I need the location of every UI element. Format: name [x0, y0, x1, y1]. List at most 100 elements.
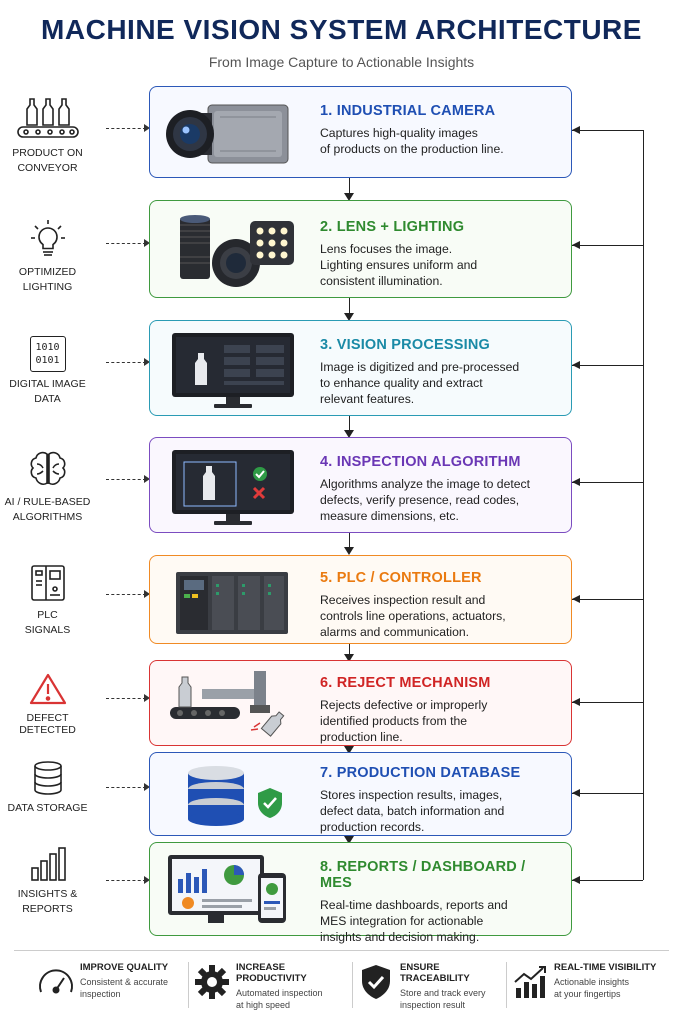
loop-arrow-1 — [572, 125, 643, 134]
loop-arrow-3 — [572, 360, 643, 369]
benefit-text: at your fingertips — [554, 989, 621, 999]
side-label-line2: SIGNALS — [24, 624, 71, 636]
benefit-productivity: INCREASE PRODUCTIVITY Automated inspecti… — [192, 958, 352, 1018]
dashboard-devices-icon — [168, 855, 286, 923]
binary-data-icon: 1010 0101 — [29, 336, 66, 372]
page-subtitle: From Image Capture to Actionable Insight… — [208, 54, 475, 70]
side-algorithms: AI / RULE-BASED ALGORITHMS — [0, 450, 95, 523]
side-label-line1: PLC — [37, 609, 58, 621]
step-desc-line: Algorithms analyze the image to detect — [320, 477, 531, 491]
benefit-text: inspection — [80, 989, 121, 999]
footer-separator — [188, 962, 189, 1008]
industrial-camera-icon — [166, 104, 289, 164]
loop-arrow-7 — [572, 788, 643, 797]
benefit-text: Actionable insights — [554, 977, 630, 987]
plc-module-icon — [30, 565, 65, 601]
step-desc-line: MES integration for actionable — [320, 914, 484, 928]
step-desc-line: insights and decision making. — [320, 930, 480, 944]
side-digital-image: 1010 0101 DIGITAL IMAGE DATA — [0, 336, 95, 405]
step-card-reject-mechanism: 6. REJECT MECHANISM Rejects defective or… — [149, 660, 572, 746]
trend-chart-icon — [514, 966, 546, 998]
monitor-inspection-icon — [172, 450, 294, 525]
gear-icon — [195, 965, 229, 999]
side-label-line2: ALGORITHMS — [12, 511, 83, 523]
side-label-line1: OPTIMIZED — [18, 266, 77, 278]
step-desc-line: controls line operations, actuators, — [320, 609, 506, 623]
step-title: 6. REJECT MECHANISM — [320, 675, 491, 691]
side-label-line1: INSIGHTS & — [17, 888, 78, 900]
step-card-plc-controller: 5. PLC / CONTROLLER Receives inspection … — [149, 555, 572, 644]
side-product-conveyor: PRODUCT ON CONVEYOR — [0, 95, 95, 174]
step-desc-line: production line. — [320, 730, 403, 744]
side-defect-detected: DEFECT DETECTED — [0, 672, 95, 736]
side-arrow-2 — [106, 239, 150, 247]
side-label-line2: LIGHTING — [22, 281, 73, 293]
side-arrow-8 — [106, 876, 150, 884]
step-card-vision-processing: 3. VISION PROCESSING Image is digitized … — [149, 320, 572, 416]
side-label-line2: DATA — [34, 393, 61, 405]
loop-arrow-4 — [572, 477, 643, 486]
step-desc-line: defect data, batch information and — [320, 804, 505, 818]
step-desc-line: Lighting ensures uniform and — [320, 258, 478, 272]
side-insights-reports: INSIGHTS & REPORTS — [0, 846, 95, 915]
reject-pusher-icon — [170, 671, 285, 737]
step-desc-line: production records. — [320, 820, 425, 834]
step-desc-line: Receives inspection result and — [320, 593, 486, 607]
feedback-loop-line — [643, 130, 644, 880]
lightbulb-icon — [30, 220, 65, 256]
side-arrow-5 — [106, 590, 150, 598]
step-title: 3. VISION PROCESSING — [320, 337, 490, 353]
step-title: 1. INDUSTRIAL CAMERA — [320, 103, 496, 119]
step-title: 7. PRODUCTION DATABASE — [320, 765, 521, 781]
step-desc-line: consistent illumination. — [320, 274, 443, 288]
footer-divider — [14, 950, 669, 951]
gauge-icon — [39, 969, 73, 994]
side-arrow-6 — [106, 694, 150, 702]
step-card-camera: 1. INDUSTRIAL CAMERA Captures high-quali… — [149, 86, 572, 178]
benefit-heading: IMPROVE QUALITY — [80, 962, 169, 973]
step-desc-line: Image is digitized and pre-processed — [320, 360, 520, 374]
step-desc-line: Real-time dashboards, reports and — [320, 898, 508, 912]
side-data-storage: DATA STORAGE — [0, 760, 95, 814]
flow-arrow-1-2 — [344, 178, 354, 201]
loop-arrow-6 — [572, 697, 643, 706]
database-shield-icon — [188, 766, 282, 826]
warning-icon — [29, 673, 66, 705]
step-desc-line: Rejects defective or improperly — [320, 698, 488, 712]
bottles-conveyor-icon — [16, 98, 79, 138]
benefit-text: Automated inspection — [236, 988, 323, 998]
benefit-text: Consistent & accurate — [80, 977, 169, 987]
step-card-lens-lighting: 2. LENS + LIGHTING Lens focuses the imag… — [149, 200, 572, 298]
brain-icon — [30, 451, 65, 485]
footer-separator — [352, 962, 353, 1008]
benefit-text: Store and track every — [400, 988, 486, 998]
step-desc-line: identified products from the — [320, 714, 468, 728]
step-title: 8. REPORTS / DASHBOARD / MES — [320, 859, 526, 891]
side-label-line1: DEFECT DETECTED — [19, 712, 76, 736]
step-desc-line: alarms and communication. — [320, 625, 470, 639]
step-card-inspection-algorithm: 4. INSPECTION ALGORITHM Algorithms analy… — [149, 437, 572, 533]
step-desc-line: of products on the production line. — [320, 142, 504, 156]
benefit-text: at high speed — [236, 1000, 291, 1010]
step-card-reports-dashboard: 8. REPORTS / DASHBOARD / MES Real-time d… — [149, 842, 572, 944]
side-label-line1: AI / RULE-BASED — [4, 496, 91, 508]
side-arrow-4 — [106, 475, 150, 483]
step-desc-line: relevant features. — [320, 392, 415, 406]
side-arrow-3 — [106, 358, 150, 366]
benefit-traceability: ENSURE TRACEABILITY Store and track ever… — [356, 958, 506, 1018]
side-lighting: OPTIMIZED LIGHTING — [0, 218, 95, 293]
benefit-quality: IMPROVE QUALITY Consistent & accurate ins… — [36, 958, 186, 1018]
plc-controller-icon — [176, 572, 288, 634]
loop-arrow-8 — [572, 875, 643, 884]
database-icon — [33, 761, 62, 795]
loop-arrow-2 — [572, 240, 643, 249]
step-desc-line: to enhance quality and extract — [320, 376, 483, 390]
flow-arrow-3-4 — [344, 416, 354, 438]
benefit-visibility: REAL-TIME VISIBILITY Actionable insights… — [510, 958, 670, 1018]
side-label-line2: REPORTS — [22, 903, 73, 915]
step-desc-line: Lens focuses the image. — [320, 242, 453, 256]
page-title: MACHINE VISION SYSTEM ARCHITECTURE — [41, 14, 642, 45]
flow-arrow-7-8 — [344, 836, 354, 844]
side-label-line1: PRODUCT ON — [12, 147, 83, 159]
footer-separator — [506, 962, 507, 1008]
